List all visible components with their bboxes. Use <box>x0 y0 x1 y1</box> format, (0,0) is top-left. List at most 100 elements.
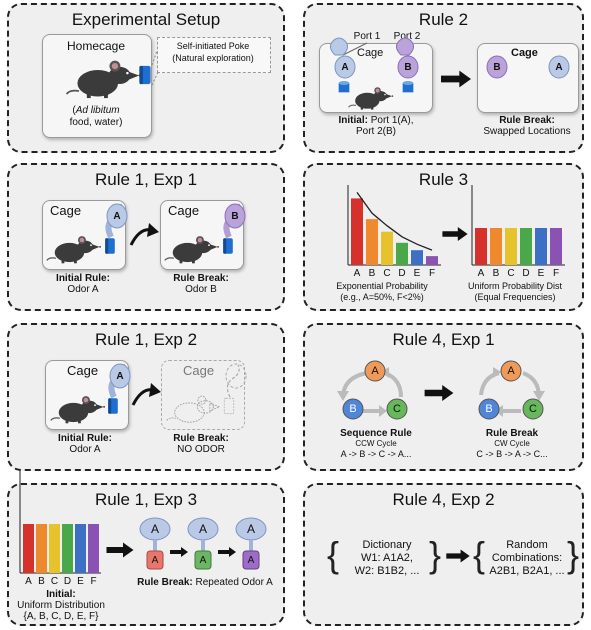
panel-rule-2: Rule 2 Port 1 Port 2 Cage A B Cage B A I… <box>303 3 584 153</box>
cage-label: Cage <box>168 203 200 218</box>
r1e3-bar <box>75 524 86 573</box>
uniform-prob-label: Uniform Probability Dist <box>467 281 563 291</box>
node-a-right: A <box>507 365 515 377</box>
uniform-tick-label: C <box>507 268 515 279</box>
rule-break-label: Rule Break <box>485 428 539 439</box>
node-b-left: B <box>349 403 357 415</box>
panel-title: Rule 1, Exp 3 <box>94 490 198 509</box>
left-brace-close: } <box>429 534 442 575</box>
panel-title: Rule 1, Exp 2 <box>94 330 198 349</box>
initial-caption: Initial: <box>46 589 76 600</box>
rule-break-caption: Rule Break: <box>173 273 229 284</box>
right-brace-open: { <box>473 534 486 575</box>
r1e3-bar <box>36 524 47 573</box>
exp-tick-label: C <box>383 268 391 279</box>
adlib-rest-label: food, water) <box>69 117 123 128</box>
adlib-label: (Ad libitum <box>72 105 120 116</box>
exp-bar <box>396 242 408 265</box>
uniform-tick-label: B <box>492 268 500 279</box>
uniform-bar <box>550 228 562 265</box>
uniform-tick-label: A <box>477 268 485 279</box>
exp-bar <box>426 256 438 265</box>
rule3-charts <box>347 185 565 266</box>
rule2-break-caption-2: Swapped Locations <box>483 126 571 137</box>
rule-break-caption: Rule Break: Repeated Odor A <box>133 577 277 588</box>
r1e3-bar <box>49 524 60 573</box>
rule-break-caption: Rule Break: <box>173 433 229 444</box>
combinations-label: Combinations: <box>491 552 563 564</box>
odor-b-initial: B <box>404 62 412 73</box>
exp-bar <box>411 250 423 265</box>
cage-label: Cage <box>50 203 82 218</box>
r1e3-chart <box>19 469 101 574</box>
uniform-prob-sub: (Equal Frequencies) <box>474 292 556 302</box>
poke-callout-box <box>157 37 271 73</box>
uniform-bar <box>520 228 532 265</box>
rule2-break-caption: Rule Break: <box>499 115 555 126</box>
r1e3-bar <box>62 524 73 573</box>
adlib-italic: Ad libitum <box>75 105 120 116</box>
odor-a-break: A <box>555 62 563 73</box>
cage-rule-break <box>160 200 244 270</box>
rule-break-no-odor: NO ODOR <box>177 444 225 455</box>
cage-label: Cage <box>67 363 99 378</box>
uniform-bar <box>505 228 517 265</box>
r1e3-bar <box>23 524 34 573</box>
poke-label: Self-initiated Poke <box>176 41 250 51</box>
exp-bar <box>351 198 363 265</box>
panel-experimental-setup: Experimental Setup Homecage Self-initiat… <box>7 3 285 153</box>
right-brace-close: } <box>567 534 580 575</box>
rule-break-text: Repeated Odor A <box>192 577 273 588</box>
r1e2-graphics <box>50 363 247 424</box>
r1e3-tick-label: A <box>25 576 32 587</box>
panel-title: Rule 1, Exp 1 <box>94 170 198 189</box>
sequence-rule-label: Sequence Rule <box>340 428 412 439</box>
ccw-sequence: A -> B -> C -> A... <box>340 449 412 459</box>
odor-a-1: A <box>150 522 159 536</box>
initial-rule-odor: Odor A <box>67 284 99 295</box>
uniform-bar <box>475 228 487 265</box>
rule-break-odor: Odor B <box>185 284 217 295</box>
r1e3-tick-label: E <box>77 576 84 587</box>
panel-title: Rule 4, Exp 1 <box>392 330 495 349</box>
uniform-bar <box>535 228 547 265</box>
cage-label: Cage <box>183 363 215 378</box>
dictionary-w2: W2: B1B2, ... <box>354 565 420 577</box>
cw-cycle-label: CW Cycle <box>494 439 530 448</box>
node-c-right: C <box>529 403 537 415</box>
uniform-tick-label: F <box>552 268 560 279</box>
r1e3-sequence <box>106 517 267 570</box>
r1e3-bar <box>88 524 99 573</box>
vial-a-2: A <box>199 555 207 566</box>
exp-decay-curve <box>356 192 433 251</box>
panel-rule-3: Rule 3 Exponential Probability (e.g., A=… <box>303 163 584 311</box>
panel-title: Rule 2 <box>418 10 469 29</box>
odor-a-label: A <box>113 211 121 222</box>
exp-bar <box>381 231 393 265</box>
initial-rule-caption: Initial Rule: <box>56 273 110 284</box>
odor-b-label: B <box>231 211 239 222</box>
exp-prob-sub: (e.g., A=50%, F<2%) <box>340 292 424 302</box>
exp-tick-label: B <box>368 268 376 279</box>
r1e3-tick-label: F <box>90 576 97 587</box>
node-b-right: B <box>485 403 493 415</box>
combinations-values: A2B1, B2A1, ... <box>489 565 565 577</box>
exp-prob-label: Exponential Probability <box>336 281 428 291</box>
rule-break-cage-label: Cage <box>511 47 538 59</box>
uniform-bar <box>490 228 502 265</box>
panel-rule-1-exp-2: Rule 1, Exp 2 Cage Cage A Initial Rule: … <box>7 323 285 471</box>
exp-tick-label: A <box>353 268 361 279</box>
panel-rule-1-exp-1: Rule 1, Exp 1 Cage Cage A B Initial Rule… <box>7 163 285 311</box>
odor-b-break: B <box>493 62 501 73</box>
arrow <box>442 227 468 241</box>
initial-rule-odor: Odor A <box>69 444 101 455</box>
odor-a-label: A <box>116 371 124 382</box>
dictionary-w1: W1: A1A2, <box>361 552 413 564</box>
panel-rule-4-exp-2: Rule 4, Exp 2 { } Dictionary W1: A1A2, W… <box>303 483 584 626</box>
poke-callout-lines <box>151 44 160 86</box>
cage-rule-break-empty <box>161 360 245 430</box>
panel-rule-1-exp-3: Rule 1, Exp 3 A A A A A A Initial: Unifo… <box>7 469 285 626</box>
exp-tick-label: E <box>413 268 421 279</box>
initial-text: Port 1(A), <box>367 115 414 126</box>
uniform-tick-label: D <box>522 268 530 279</box>
